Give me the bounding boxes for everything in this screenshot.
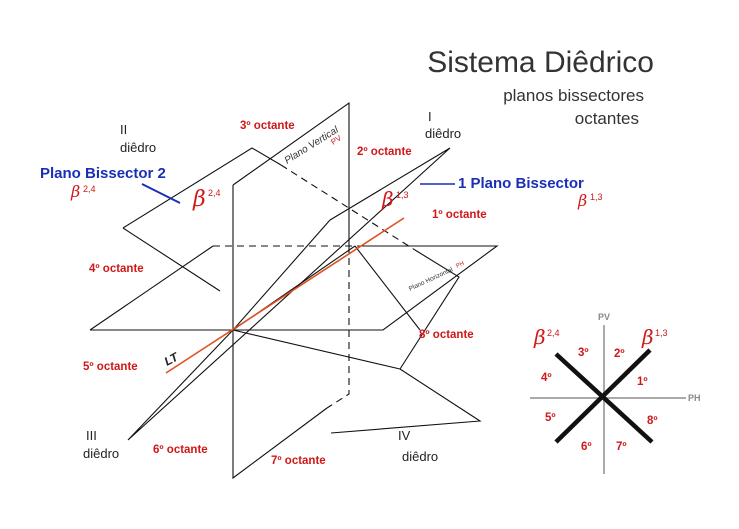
profile-bissector-24 (554, 352, 654, 444)
profile-beta-24-symbol: β (533, 325, 546, 349)
plano-bissector-1-label: 1 Plano Bissector (458, 175, 584, 192)
profile-octant-3: 3º (578, 347, 589, 359)
beta-24-caption-symbol: β (70, 182, 80, 201)
octante-8-label: 8º octante (419, 329, 474, 341)
bissector-plane-24 (122, 147, 482, 434)
diedro-2-number: II (120, 122, 127, 137)
diedro-4-number: IV (398, 428, 411, 443)
diedro-2-label: diêdro (120, 140, 156, 155)
horizontal-plane-front (89, 245, 499, 331)
beta-13-caption-sub: 1,3 (590, 192, 603, 202)
beta-13-plane-symbol: β (381, 187, 394, 211)
profile-ph-label: PH (688, 393, 701, 403)
profile-beta-24-sub: 2,4 (547, 328, 560, 338)
beta-24-caption-sub: 2,4 (83, 184, 96, 194)
profile-view-diagram: PV PH 1º 2º 3º 4º 5º 6º 7º 8º β 2,4 β 1,… (530, 312, 701, 474)
octante-5-label: 5º octante (83, 361, 138, 373)
profile-octant-8: 8º (647, 415, 658, 427)
plano-horizontal-label: Plano Horizontal (408, 266, 455, 293)
diedro-1-number: I (428, 109, 432, 124)
plano-bissector-2-label: Plano Bissector 2 (40, 165, 166, 182)
plano-bissector-2-pointer (141, 183, 181, 204)
profile-octant-1: 1º (637, 376, 648, 388)
profile-octant-4: 4º (541, 372, 552, 384)
diedro-4-label: diêdro (402, 449, 438, 464)
page-title: Sistema Diêdrico (427, 46, 654, 79)
beta-13-caption-symbol: β (577, 191, 587, 210)
vertical-plane (232, 101, 350, 480)
diedro-1-label: diêdro (425, 126, 461, 141)
profile-octant-5: 5º (545, 412, 556, 424)
octante-6-label: 6º octante (153, 444, 208, 456)
octante-1-label: 1º octante (432, 209, 487, 221)
profile-pv-label: PV (598, 312, 610, 322)
profile-beta-13-sub: 1,3 (655, 328, 668, 338)
beta-24-plane-sub: 2,4 (208, 188, 221, 198)
beta-24-plane-symbol: β (192, 187, 206, 212)
vertical-plane-hidden (326, 246, 350, 409)
plano-horizontal-abbr: PH (455, 261, 465, 270)
trace-line-b (232, 329, 401, 370)
subtitle-line-2: octantes (575, 109, 639, 128)
bissector-plane-24-hidden (280, 164, 416, 251)
octante-7-label: 7º octante (271, 455, 326, 467)
subtitle-line-1: planos bissectores (503, 86, 644, 105)
bissector-plane-24-inner (399, 249, 460, 370)
octante-4-label: 4º octante (89, 263, 144, 275)
bissector-plane-13 (127, 147, 451, 441)
ground-line-lt (165, 217, 405, 374)
octante-2-label: 2º octante (357, 146, 412, 158)
profile-octant-7: 7º (616, 441, 627, 453)
octante-3-label: 3º octante (240, 120, 295, 132)
diedro-3-label: diêdro (83, 446, 119, 461)
beta-13-plane-sub: 1,3 (396, 190, 409, 200)
profile-beta-13-symbol: β (641, 325, 654, 349)
profile-octant-6: 6º (581, 441, 592, 453)
lt-label: LT (162, 349, 182, 369)
trace-line-c (354, 245, 421, 331)
profile-octant-2: 2º (614, 348, 625, 360)
diedro-3-number: III (86, 428, 97, 443)
